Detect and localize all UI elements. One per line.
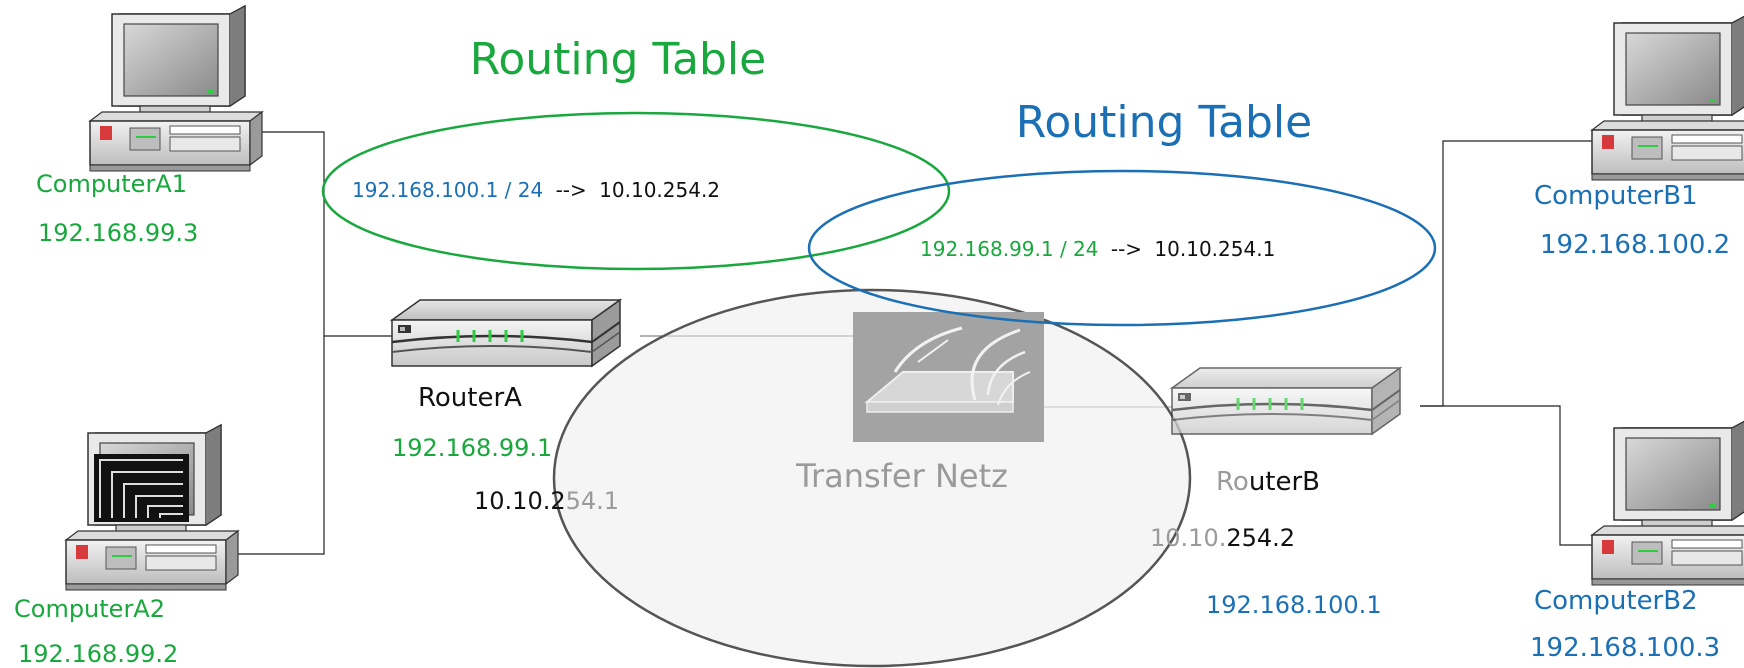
computer-a1-ip: 192.168.99.3 xyxy=(38,219,198,247)
route-b-network: 192.168.99.1 / 24 xyxy=(920,237,1099,261)
router-b-name-part1: Ro xyxy=(1216,467,1249,497)
router-icon xyxy=(390,298,622,368)
computer-a2-ip: 192.168.99.2 xyxy=(18,640,178,668)
route-b-gateway: 10.10.254.1 xyxy=(1154,237,1275,261)
router-icon xyxy=(1170,366,1402,436)
computer-a1-name: ComputerA1 xyxy=(36,170,187,198)
computer-a1: ComputerA1 192.168.99.3 xyxy=(36,5,263,247)
computer-b1-name: ComputerB1 xyxy=(1534,181,1698,211)
computer-a2: ComputerA2 192.168.99.2 xyxy=(14,424,239,668)
router-b-wan-ip-part1: 10.10. xyxy=(1150,524,1226,552)
router-b-name-part2: uterB xyxy=(1249,467,1320,497)
router-b-wan-ip-part2: 254.2 xyxy=(1226,524,1295,552)
router-a-lan-ip: 192.168.99.1 xyxy=(392,434,552,462)
desktop-computer-icon xyxy=(1591,14,1744,181)
computer-a2-name: ComputerA2 xyxy=(14,595,165,623)
router-b-name: RouterB xyxy=(1216,467,1320,497)
computer-b2-ip: 192.168.100.3 xyxy=(1530,633,1720,663)
route-a-network: 192.168.100.1 / 24 xyxy=(352,178,543,202)
router-b-lan-ip: 192.168.100.1 xyxy=(1206,591,1382,619)
desktop-computer-icon xyxy=(89,5,263,172)
routing-table-a-title: Routing Table xyxy=(470,34,766,85)
computer-b2-name: ComputerB2 xyxy=(1534,586,1698,616)
routing-table-a-route: 192.168.100.1 / 24 --> 10.10.254.2 xyxy=(352,178,720,202)
computer-b1-ip: 192.168.100.2 xyxy=(1540,230,1730,260)
routing-table-b: Routing Table 192.168.99.1 / 24 --> 10.1… xyxy=(807,97,1437,327)
network-cloud-icon xyxy=(853,312,1044,442)
route-a-gateway: 10.10.254.2 xyxy=(599,178,720,202)
router-a: RouterA 192.168.99.1 10.10.254.1 xyxy=(390,298,622,515)
computer-b1: ComputerB1 192.168.100.2 xyxy=(1534,14,1744,260)
router-a-wan-ip-part2: 54.1 xyxy=(566,487,619,515)
desktop-computer-icon xyxy=(1591,419,1744,586)
computer-a2-screen-overlay xyxy=(94,454,189,522)
routing-table-a: Routing Table 192.168.100.1 / 24 --> 10.… xyxy=(321,34,951,271)
link-computera2-routera xyxy=(236,336,325,555)
router-a-name: RouterA xyxy=(418,383,522,413)
computer-b2: ComputerB2 192.168.100.3 xyxy=(1530,419,1744,663)
routing-table-b-title: Routing Table xyxy=(1016,97,1312,148)
routing-table-a-ellipse xyxy=(321,111,951,271)
router-b: RouterB 10.10.254.2 192.168.100.1 xyxy=(1150,366,1402,619)
routing-table-b-route: 192.168.99.1 / 24 --> 10.10.254.1 xyxy=(920,237,1275,261)
link-routerb-computerb2 xyxy=(1420,405,1592,546)
router-a-wan-ip: 10.10.254.1 xyxy=(474,487,619,515)
routing-table-b-ellipse xyxy=(807,169,1437,327)
transfer-net: Transfer Netz xyxy=(552,288,1192,668)
link-computera1-routera xyxy=(232,131,392,337)
route-a-arrow: --> xyxy=(556,178,587,202)
transfer-net-label: Transfer Netz xyxy=(795,457,1008,495)
router-b-wan-ip: 10.10.254.2 xyxy=(1150,524,1295,552)
route-b-arrow: --> xyxy=(1111,237,1142,261)
router-a-wan-ip-part1: 10.10.2 xyxy=(474,487,566,515)
